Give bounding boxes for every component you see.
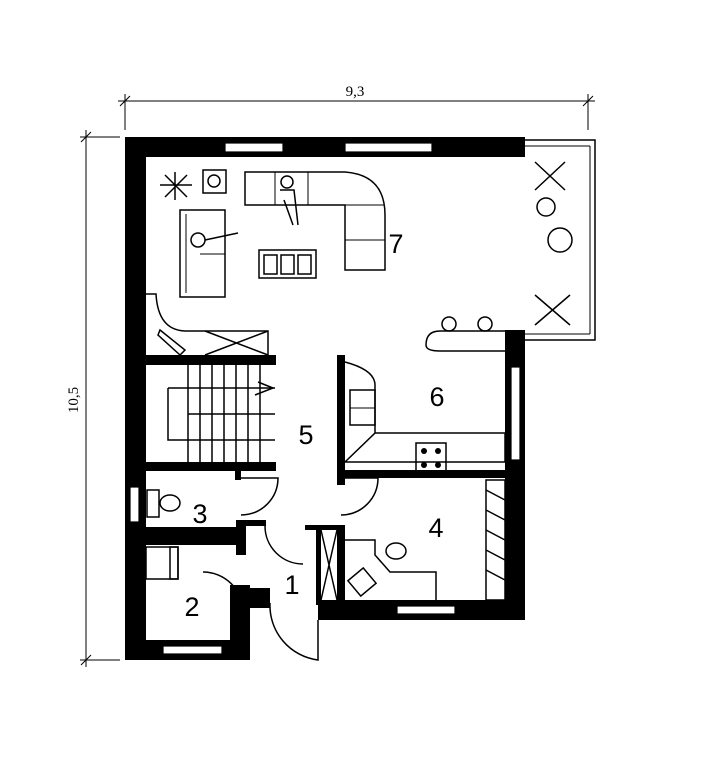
sofa-corner bbox=[244, 171, 386, 271]
room-label-2: 2 bbox=[184, 592, 199, 622]
sink-icon bbox=[203, 528, 225, 542]
room-label-1: 1 bbox=[284, 570, 299, 600]
room-label-6: 6 bbox=[429, 382, 444, 412]
toilet-icon bbox=[146, 489, 181, 518]
height-label: 10,5 bbox=[66, 387, 82, 413]
width-label: 9,3 bbox=[346, 84, 365, 100]
stove-icon bbox=[415, 442, 447, 474]
width-dimension: 9,3 bbox=[118, 84, 595, 130]
wardrobe bbox=[485, 479, 506, 601]
utility-cabinet bbox=[145, 546, 179, 580]
room-label-4: 4 bbox=[428, 513, 443, 543]
room-label-7: 7 bbox=[388, 229, 403, 259]
coffee-table bbox=[258, 249, 317, 279]
bar-counter bbox=[425, 316, 505, 352]
speaker-icon bbox=[202, 169, 227, 194]
windows bbox=[129, 142, 521, 655]
kitchen-counter bbox=[343, 361, 506, 463]
height-dimension: 10,5 bbox=[66, 130, 120, 667]
room-label-5: 5 bbox=[298, 420, 313, 450]
staircase bbox=[167, 365, 276, 462]
desk bbox=[345, 539, 437, 600]
doors bbox=[202, 477, 379, 661]
bay-window bbox=[525, 139, 596, 341]
room-label-3: 3 bbox=[192, 499, 207, 529]
person-figure-sofa-icon bbox=[280, 175, 299, 226]
armchair-sofa bbox=[179, 209, 239, 298]
plant-icon bbox=[160, 172, 192, 200]
fireplace bbox=[146, 293, 269, 357]
bay-plants-icon bbox=[534, 161, 573, 326]
